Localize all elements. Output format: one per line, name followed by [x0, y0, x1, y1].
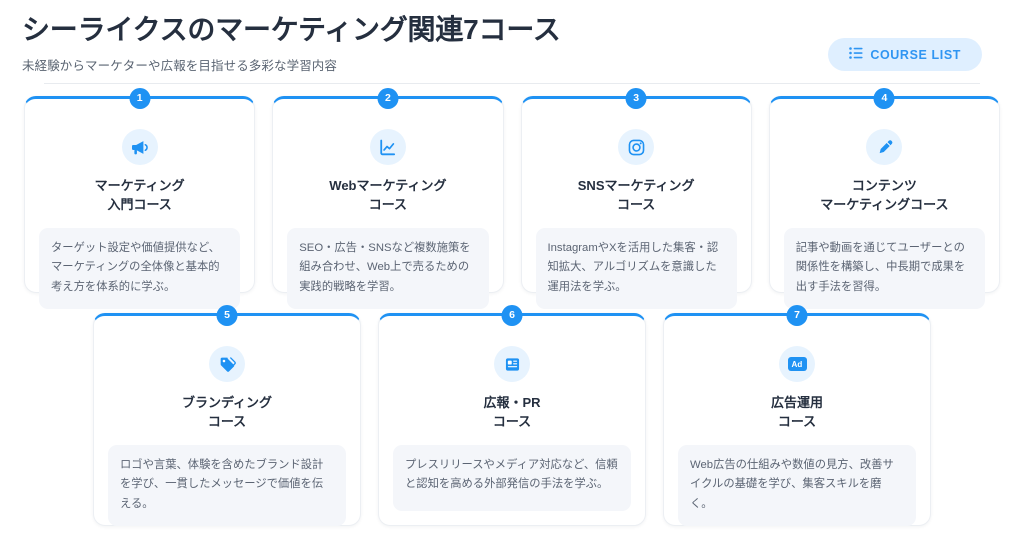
tags-icon: [209, 346, 245, 382]
card-title: Webマーケティング コース: [329, 178, 447, 212]
newspaper-icon: [494, 346, 530, 382]
header-divider: [44, 83, 980, 84]
card-description: 記事や動画を通じてユーザーとの関係性を構築し、中長期で成果を出す手法を習得。: [783, 227, 985, 309]
megaphone-icon: [121, 129, 158, 165]
course-card[interactable]: 2 Webマーケティング コース SEO・広告・SNSなど複数施策を組み合わせ、…: [272, 88, 504, 309]
card-description: ターゲット設定や価値提供など、マーケティングの全体像と基本的考え方を体系的に学ぶ…: [39, 227, 241, 309]
card-number-badge: 3: [625, 88, 647, 109]
card-description: Web広告の仕組みや数値の見方、改善サイクルの基礎を学び、集客スキルを磨く。: [678, 444, 916, 526]
chart-line-icon: [369, 129, 406, 165]
card-description: SEO・広告・SNSなど複数施策を組み合わせ、Web上で売るための実践的戦略を学…: [287, 227, 489, 309]
course-card[interactable]: 6 広報・PR コース プレスリリースやメディア対応など、信頼と認知を高める外部…: [378, 305, 646, 526]
course-card[interactable]: 1 マーケティング 入門コース ターゲット設定や価値提供など、マーケティングの全…: [24, 88, 256, 309]
course-row-2: 5 ブランディング コース ロゴや言葉、体験を含めたブランド設計を学び、一貫した…: [22, 305, 1002, 526]
card-number-badge: 1: [129, 88, 151, 109]
card-number-badge: 4: [873, 88, 895, 109]
list-icon: [849, 47, 863, 62]
card-title: コンテンツ マーケティングコース: [820, 178, 949, 212]
pen-icon: [866, 129, 903, 165]
card-number-badge: 5: [216, 305, 238, 326]
course-card-grid: 1 マーケティング 入門コース ターゲット設定や価値提供など、マーケティングの全…: [22, 88, 1002, 526]
course-card[interactable]: 5 ブランディング コース ロゴや言葉、体験を含めたブランド設計を学び、一貫した…: [93, 305, 361, 526]
course-card[interactable]: 4 コンテンツ マーケティングコース 記事や動画を通じてユーザーとの関係性を構築…: [768, 88, 1000, 309]
card-title: SNSマーケティング コース: [577, 178, 695, 212]
card-number-badge: 2: [377, 88, 399, 109]
page-subtitle: 未経験からマーケターや広報を目指せる多彩な学習内容: [22, 59, 338, 73]
card-description: ロゴや言葉、体験を含めたブランド設計を学び、一貫したメッセージで価値を伝える。: [108, 444, 346, 526]
course-list-button-label: COURSE LIST: [870, 47, 961, 62]
course-row-1: 1 マーケティング 入門コース ターゲット設定や価値提供など、マーケティングの全…: [22, 88, 1002, 309]
card-number-badge: 7: [786, 305, 808, 326]
page-header: シーライクスのマーケティング関連7コース 未経験からマーケターや広報を目指せる多…: [22, 0, 1002, 88]
card-number-badge: 6: [501, 305, 523, 326]
course-list-button[interactable]: COURSE LIST: [828, 38, 982, 71]
card-title: 広報・PR コース: [483, 395, 541, 429]
card-title: ブランディング コース: [181, 395, 273, 429]
page-title: シーライクスのマーケティング関連7コース: [22, 14, 561, 45]
ad-label: Ad: [787, 357, 807, 371]
course-card[interactable]: 3 SNSマーケティング コース InstagramやXを活用した集客・認知拡大…: [520, 88, 752, 309]
course-card[interactable]: 7 Ad 広告運用 コース Web広告の仕組みや数値の見方、改善サイクルの基礎を…: [663, 305, 931, 526]
card-description: InstagramやXを活用した集客・認知拡大、アルゴリズムを意識した運用法を学…: [535, 227, 737, 309]
instagram-camera-icon: [618, 129, 655, 165]
card-title: マーケティング 入門コース: [94, 178, 185, 212]
card-description: プレスリリースやメディア対応など、信頼と認知を高める外部発信の手法を学ぶ。: [393, 444, 631, 511]
ad-badge-icon: Ad: [779, 346, 815, 382]
card-title: 広告運用 コース: [770, 395, 823, 429]
